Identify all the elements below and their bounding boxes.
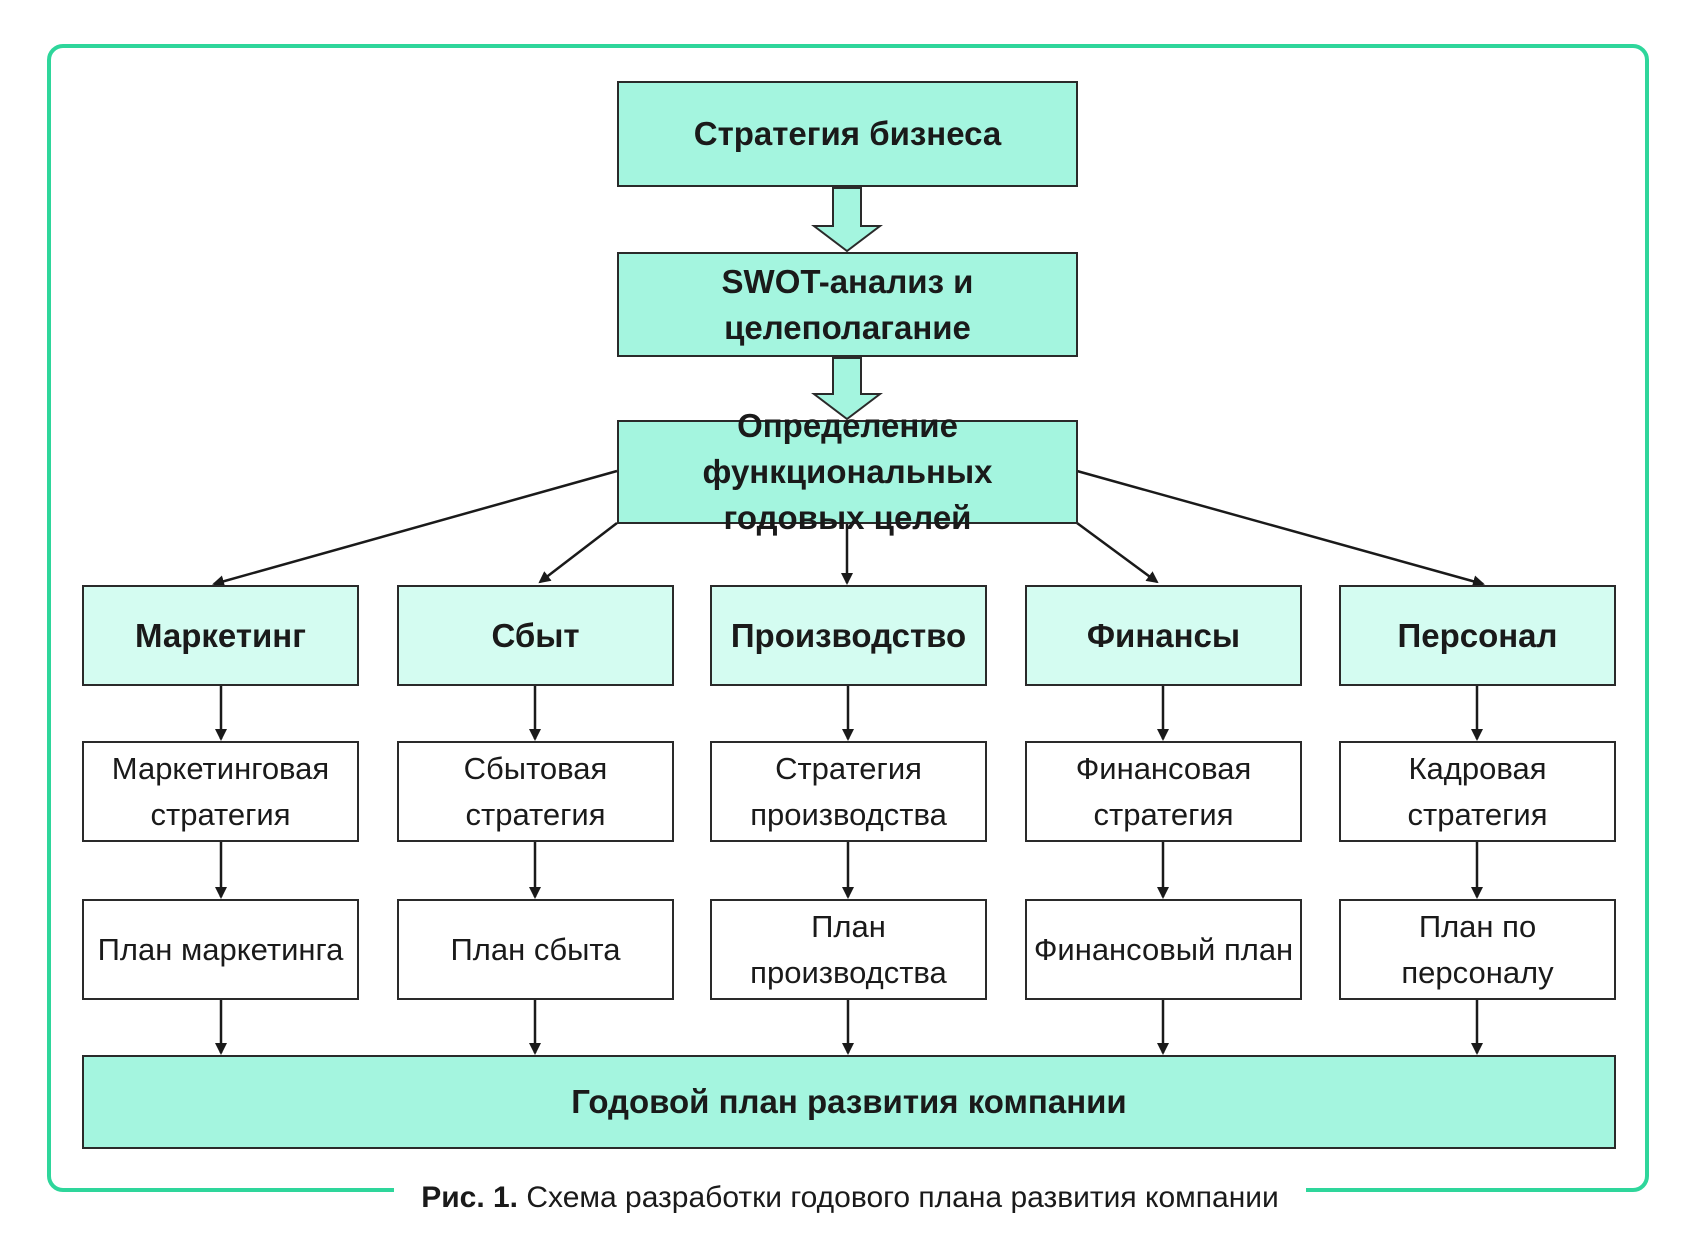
- strategy-label: Финансовая стратегия: [1075, 750, 1252, 832]
- strategy-box: Стратегия бизнеса: [617, 81, 1078, 187]
- strategy-box-marketing: Маркетинговая стратегия: [82, 741, 359, 842]
- function-label: Маркетинг: [135, 616, 306, 654]
- strategy-box-sales: Сбытовая стратегия: [397, 741, 674, 842]
- function-box-personnel: Персонал: [1339, 585, 1616, 686]
- caption-text: Схема разработки годового плана развития…: [526, 1181, 1279, 1214]
- function-box-finance: Финансы: [1025, 585, 1302, 686]
- strategy-box-personnel: Кадровая стратегия: [1339, 741, 1616, 842]
- arrow-goals-to-sales: [538, 522, 618, 584]
- block-arrow-strategy-to-swot: [811, 187, 883, 253]
- strategy-label: Сбытовая стратегия: [463, 750, 608, 832]
- arrow-goals-to-personnel: [1076, 469, 1485, 588]
- strategy-label: Маркетинговая стратегия: [111, 750, 330, 832]
- function-label: Финансы: [1086, 616, 1241, 654]
- block-arrow-swot-to-goals: [811, 357, 883, 421]
- function-box-marketing: Маркетинг: [82, 585, 359, 686]
- strategy-label: Стратегия производства: [750, 750, 947, 832]
- annual-plan-label: Годовой план развития компании: [571, 1083, 1127, 1120]
- function-box-production: Производство: [710, 585, 987, 686]
- function-label: Сбыт: [491, 616, 580, 654]
- strategy-box-production: Стратегия производства: [710, 741, 987, 842]
- strategy-box-finance: Финансовая стратегия: [1025, 741, 1302, 842]
- plan-label: Финансовый план: [1033, 931, 1294, 967]
- annual-plan-box: Годовой план развития компании: [82, 1055, 1616, 1149]
- goals-box: Определение функциональных годовых целей: [617, 407, 1078, 536]
- plan-box-finance: Финансовый план: [1025, 899, 1302, 1000]
- function-label: Производство: [730, 616, 967, 654]
- plan-label: План производства: [750, 908, 947, 990]
- plan-box-sales: План сбыта: [397, 899, 674, 1000]
- plan-box-marketing: План маркетинга: [82, 899, 359, 1000]
- plan-box-personnel: План по персоналу: [1339, 899, 1616, 1000]
- strategy-label: Кадровая стратегия: [1407, 750, 1548, 832]
- swot-box: SWOT-анализ и целеполагание: [617, 252, 1078, 357]
- strategy-label: Стратегия бизнеса: [693, 115, 1002, 152]
- figure-caption: Рис. 1. Схема разработки годового плана …: [394, 1170, 1306, 1226]
- arrow-goals-to-marketing: [212, 469, 618, 588]
- arrow-goals-to-finance: [1076, 521, 1159, 584]
- function-box-sales: Сбыт: [397, 585, 674, 686]
- plan-label: План сбыта: [450, 931, 621, 967]
- plan-label: План по персоналу: [1401, 908, 1554, 990]
- plan-label: План маркетинга: [97, 931, 344, 967]
- swot-label: SWOT-анализ и целеполагание: [721, 262, 974, 346]
- function-label: Персонал: [1397, 616, 1558, 654]
- caption-label: Рис. 1.: [421, 1181, 519, 1214]
- plan-box-production: План производства: [710, 899, 987, 1000]
- goals-label: Определение функциональных годовых целей: [702, 407, 993, 536]
